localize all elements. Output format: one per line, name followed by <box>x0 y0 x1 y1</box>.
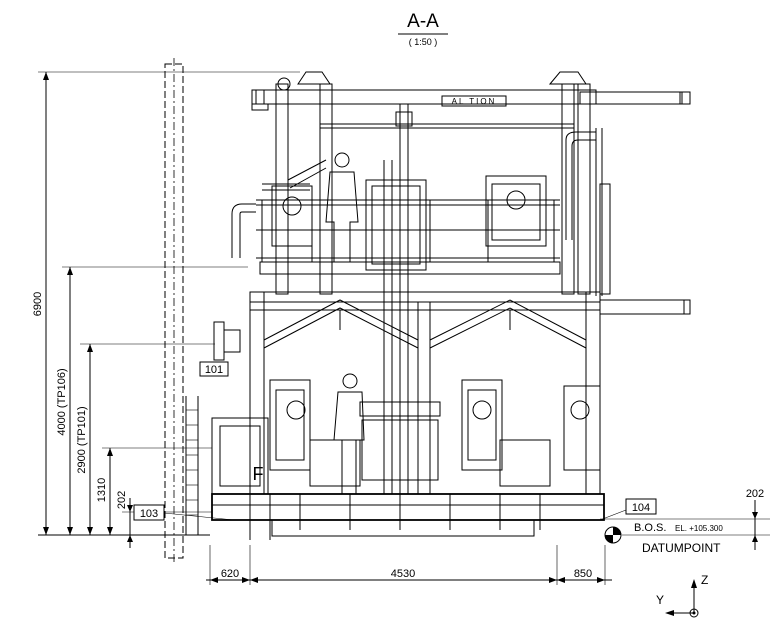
tag-103: 103 <box>140 508 158 520</box>
datum-label: DATUMPOINT <box>642 541 721 555</box>
dim-850: 850 <box>574 568 592 580</box>
elevation-label: EL. +105.300 <box>675 524 723 533</box>
dim-tp106: 4000 (TP106) <box>56 368 68 435</box>
dim-overall-height: 6900 <box>32 292 44 316</box>
pump-units <box>269 175 601 487</box>
letter-f: F <box>253 464 264 484</box>
dim-202-left: 202 <box>116 491 128 509</box>
dim-tp101: 2900 (TP101) <box>76 406 88 473</box>
horizontal-dimensions <box>206 545 612 585</box>
tag-101-box <box>199 361 229 377</box>
dim-620: 620 <box>221 568 239 580</box>
skid-structure <box>185 71 691 540</box>
view-title: A-A <box>407 11 439 32</box>
dim-202-right: 202 <box>746 488 764 500</box>
banner-text: AL TION <box>452 97 497 106</box>
center-equipment <box>359 104 441 494</box>
view-scale: ( 1:50 ) <box>409 37 438 47</box>
dashed-column <box>164 58 184 565</box>
tag-103-box <box>133 504 165 521</box>
datum-point-symbol <box>604 526 622 544</box>
axis-z-label: Z <box>701 573 708 587</box>
dim-1310: 1310 <box>96 478 108 502</box>
bos-label: B.O.S. <box>634 522 666 534</box>
vertical-dimensions <box>38 71 300 548</box>
coordinate-axes <box>665 579 699 618</box>
piping <box>231 128 603 296</box>
person-upper <box>325 152 359 263</box>
right-dimension <box>600 500 770 550</box>
person-lower <box>333 373 365 495</box>
banner-plate <box>441 95 507 107</box>
tag-104: 104 <box>632 502 650 514</box>
tag-101: 101 <box>205 364 223 376</box>
diagonal-braces <box>263 299 587 349</box>
axis-y-label: Y <box>656 593 664 607</box>
tag-104-box <box>625 498 657 515</box>
dim-4530: 4530 <box>391 568 415 580</box>
